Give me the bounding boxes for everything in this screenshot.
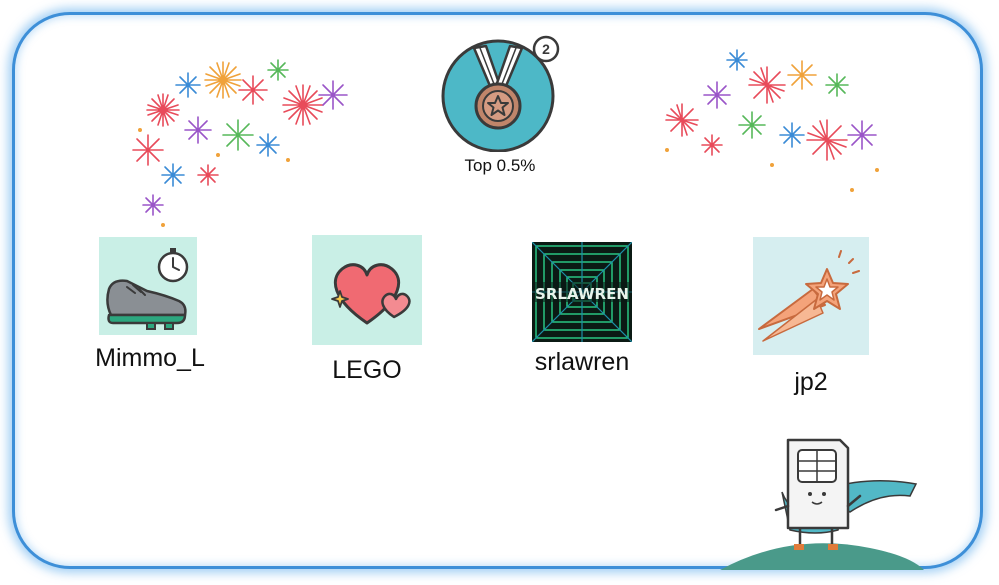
rank-number: 2 (542, 41, 550, 57)
sim-card-hero-icon (720, 438, 924, 570)
user-name: LEGO (332, 356, 402, 384)
user-name: Mimmo_L (95, 344, 205, 372)
fireworks-left-icon (132, 59, 348, 227)
rank-badge (532, 35, 560, 63)
hearts-icon (312, 235, 422, 345)
user-name: jp2 (794, 368, 828, 396)
avatar-text: SRLAWREN (535, 285, 629, 303)
fireworks-right-icon (665, 49, 879, 192)
shooting-star-icon (753, 237, 869, 355)
badge-label: Top 0.5% (464, 156, 536, 175)
user-name: srlawren (534, 348, 630, 376)
medal-icon: 2 (441, 35, 560, 152)
running-shoe-stopwatch-icon (99, 237, 197, 335)
tunnel-avatar-icon: SRLAWREN (532, 242, 632, 342)
